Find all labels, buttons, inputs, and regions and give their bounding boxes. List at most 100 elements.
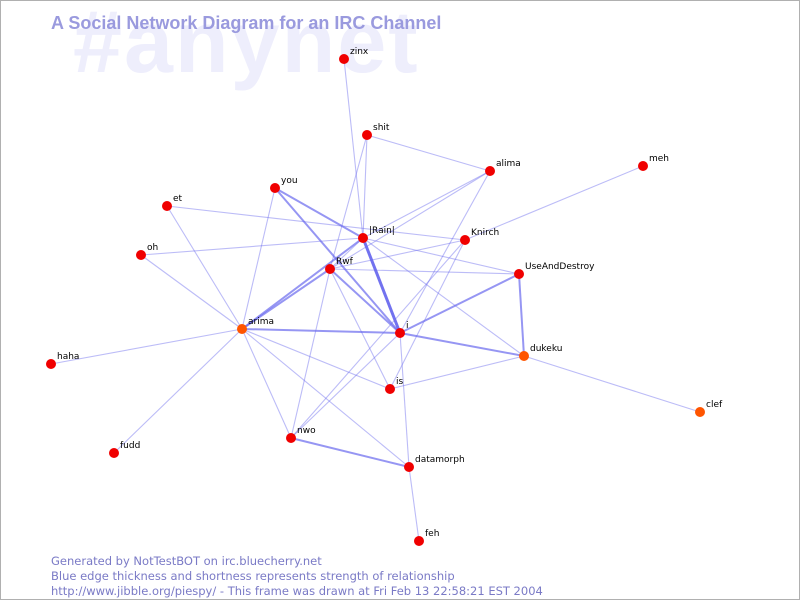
node-meh: meh (638, 154, 669, 171)
node-dot-haha (46, 359, 56, 369)
node-feh: feh (414, 529, 439, 546)
node-dot-rwf (325, 264, 335, 274)
node-label-oh: oh (147, 243, 158, 253)
edge-alima-i (399, 170, 491, 334)
node-dot-datamorph (404, 462, 414, 472)
node-shit: shit (362, 123, 390, 140)
edge-arima-i (241, 328, 401, 334)
node-label-is: is (396, 377, 404, 387)
node-useanddestroy: UseAndDestroy (514, 262, 595, 279)
node-label-knirch: Knirch (471, 228, 499, 238)
edge-rwf-nwo (290, 268, 331, 439)
node-dot-rain (358, 233, 368, 243)
edge-rain-useanddestroy (362, 237, 520, 275)
node-datamorph: datamorph (404, 455, 465, 472)
edge-i-nwo (290, 332, 401, 439)
edge-zinx-rain (343, 58, 364, 239)
edge-arima-nwo (241, 328, 292, 439)
node-you: you (270, 176, 298, 193)
node-dot-nwo (286, 433, 296, 443)
edges-layer (50, 58, 701, 542)
channel-watermark: #anynet (73, 0, 420, 91)
node-label-you: you (281, 176, 298, 186)
node-label-nwo: nwo (297, 426, 316, 436)
edge-you-rain (274, 187, 364, 239)
edge-rwf-arima (241, 268, 331, 330)
node-label-i: i (406, 321, 409, 331)
edge-nwo-datamorph (290, 437, 410, 468)
node-label-rain: |Rain| (369, 226, 395, 236)
footer-source-link: http://www.jibble.org/piespy/ - This fra… (51, 584, 543, 598)
node-knirch: Knirch (460, 228, 499, 245)
node-et: et (162, 194, 183, 211)
node-dot-zinx (339, 54, 349, 64)
node-label-alima: alima (496, 159, 521, 169)
diagram-title: A Social Network Diagram for an IRC Chan… (51, 13, 442, 33)
edge-i-dukeku (399, 332, 525, 357)
edge-arima-haha (50, 328, 243, 365)
edge-et-arima (166, 205, 243, 330)
node-rain: |Rain| (358, 226, 395, 243)
edge-rwf-is (329, 268, 391, 390)
edge-knirch-rwf (329, 239, 466, 270)
edge-dukeku-clef (523, 355, 701, 413)
edge-alima-rain (362, 170, 491, 239)
edge-rain-arima (241, 237, 364, 330)
node-dot-is (385, 384, 395, 394)
edge-rain-dukeku (362, 237, 525, 357)
edge-rain-i (361, 237, 402, 334)
edge-useanddestroy-i (399, 273, 520, 334)
node-dot-you (270, 183, 280, 193)
node-dot-i (395, 328, 405, 338)
footer-legend-note: Blue edge thickness and shortness repres… (51, 569, 455, 583)
node-label-rwf: Rwf (336, 257, 354, 267)
node-dot-arima (237, 324, 247, 334)
edge-rain-rwf (329, 237, 364, 270)
node-dot-oh (136, 250, 146, 260)
edge-datamorph-feh (408, 466, 420, 542)
node-dukeku: dukeku (519, 344, 562, 361)
node-dot-dukeku (519, 351, 529, 361)
node-rwf: Rwf (325, 257, 354, 274)
node-label-fudd: fudd (120, 441, 140, 451)
node-arima: arima (237, 317, 274, 334)
node-is: is (385, 377, 404, 394)
node-zinx: zinx (339, 47, 369, 64)
node-dot-fudd (109, 448, 119, 458)
node-haha: haha (46, 352, 79, 369)
node-dot-meh (638, 161, 648, 171)
edge-knirch-nwo (290, 239, 466, 439)
node-dot-shit (362, 130, 372, 140)
edge-knirch-is (389, 239, 466, 390)
edge-shit-rain (362, 134, 368, 239)
edge-you-i (274, 187, 401, 334)
node-dot-useanddestroy (514, 269, 524, 279)
node-dot-knirch (460, 235, 470, 245)
node-label-arima: arima (248, 317, 274, 327)
edge-you-arima (241, 187, 276, 330)
edge-arima-fudd (113, 328, 243, 454)
edge-et-knirch (166, 205, 466, 241)
node-nwo: nwo (286, 426, 316, 443)
node-i: i (395, 321, 409, 338)
node-label-useanddestroy: UseAndDestroy (525, 262, 595, 272)
node-oh: oh (136, 243, 158, 260)
edge-i-datamorph (399, 332, 410, 468)
edge-arima-datamorph (241, 328, 410, 468)
footer-generated-by: Generated by NotTestBOT on irc.bluecherr… (51, 554, 322, 568)
node-dot-et (162, 201, 172, 211)
node-label-feh: feh (425, 529, 439, 539)
node-fudd: fudd (109, 441, 140, 458)
edge-alima-rwf (329, 170, 491, 270)
edge-rwf-i (329, 268, 401, 334)
edge-shit-rwf (329, 134, 368, 270)
node-label-zinx: zinx (350, 47, 369, 57)
footer: Generated by NotTestBOT on irc.bluecherr… (51, 554, 543, 599)
edge-useanddestroy-dukeku (518, 273, 525, 357)
node-alima: alima (485, 159, 521, 176)
node-label-clef: clef (706, 400, 723, 410)
node-label-dukeku: dukeku (530, 344, 562, 354)
